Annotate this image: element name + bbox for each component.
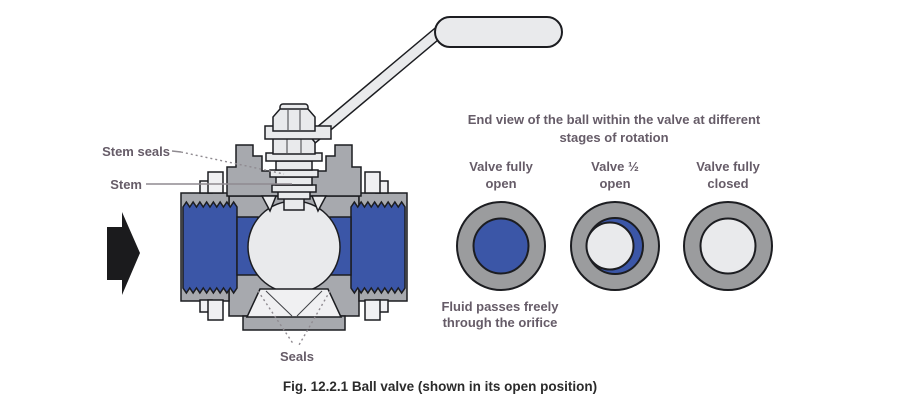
closed-ball-face (699, 217, 757, 275)
half-open-ball-face (585, 221, 635, 271)
stem-label: Stem (110, 177, 142, 192)
bonnet-wedge-left (260, 195, 278, 213)
stem-hex-nut (272, 103, 316, 132)
flow-note-line1: Fluid passes freely (441, 299, 559, 314)
open-orifice (472, 217, 530, 275)
end-view-heading-line1: End view of the ball within the valve at… (468, 112, 761, 127)
left-threaded-bore (182, 200, 238, 295)
end-view-closed-label-line1: Valve fully (696, 159, 760, 174)
end-view-half-label-line2: open (599, 176, 630, 191)
valve-cross-section: Stem seals Stem Seals (102, 16, 563, 364)
right-threaded-bore (350, 200, 406, 295)
seat-seals (245, 288, 343, 318)
stem-assembly (265, 137, 323, 211)
flow-direction-arrow (107, 212, 140, 295)
bonnet-wedge-right (310, 195, 328, 213)
leader-lines (146, 150, 331, 346)
end-view-open-label-line2: open (485, 176, 516, 191)
end-view-half-open: Valve ½ open (570, 159, 660, 291)
flow-note-line2: through the orifice (443, 315, 558, 330)
figure-caption: Fig. 12.2.1 Ball valve (shown in its ope… (283, 379, 597, 394)
end-view-panel: End view of the ball within the valve at… (441, 112, 773, 330)
seals-label: Seals (280, 349, 314, 364)
valve-ball (247, 200, 341, 294)
valve-body-bottom-flange (242, 315, 346, 331)
top-flange (226, 144, 362, 197)
end-view-closed-label-line2: closed (707, 176, 748, 191)
stem-seals-label: Stem seals (102, 144, 170, 159)
end-view-heading-line2: stages of rotation (559, 130, 668, 145)
handle-grip (434, 16, 563, 48)
valve-handle (264, 16, 563, 144)
handle-arm (307, 22, 449, 144)
end-view-open: Valve fully open (456, 159, 546, 291)
stem-seal-ring (269, 169, 319, 178)
stem-nut-lower (272, 137, 316, 155)
end-view-open-label-line1: Valve fully (469, 159, 533, 174)
end-view-closed: Valve fully closed (683, 159, 773, 291)
end-view-half-label-line1: Valve ½ (591, 159, 639, 174)
